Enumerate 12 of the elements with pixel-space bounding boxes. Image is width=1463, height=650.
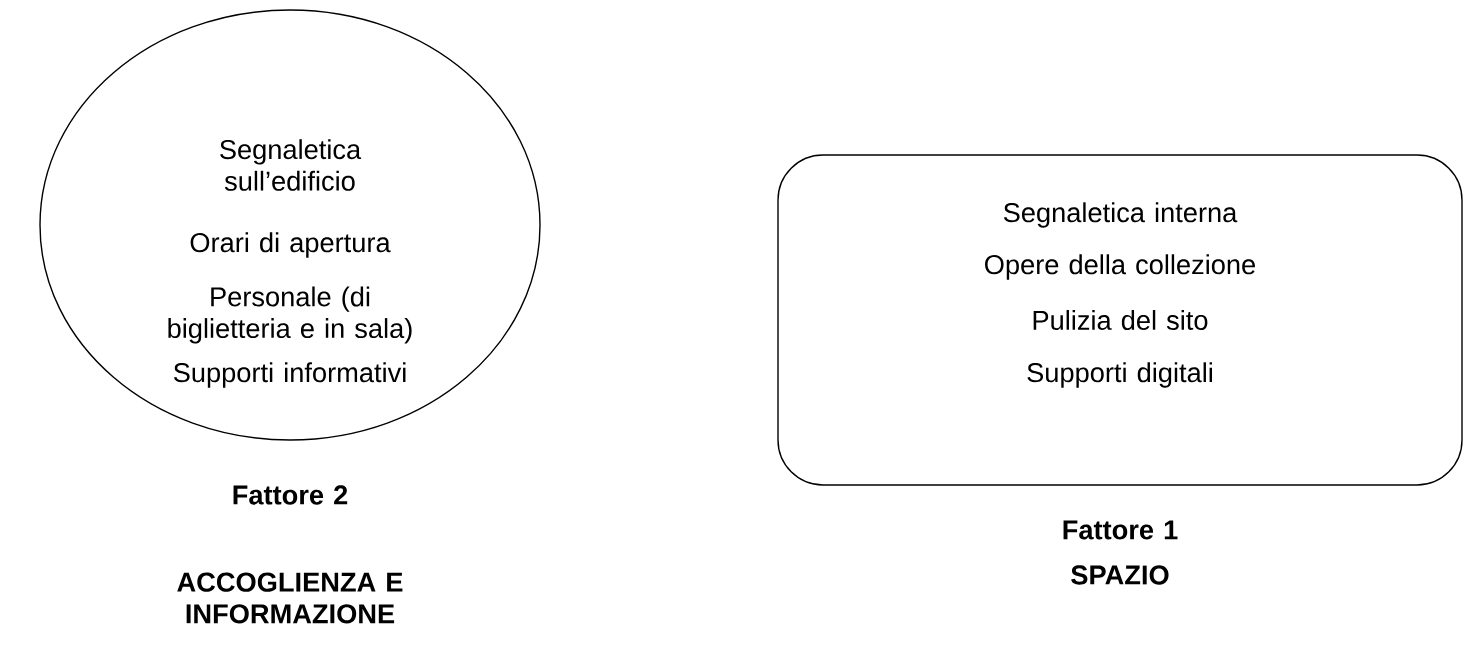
list-item: Segnaletica sull’edificio [220, 139, 362, 191]
factor-heading: ACCOGLIENZA E INFORMAZIONE [177, 572, 403, 624]
list-item: Personale (di biglietteria e in sala) [168, 286, 412, 344]
list-item: Supporti informativi [173, 362, 406, 388]
list-item: Segnaletica interna [1003, 202, 1238, 228]
factor-heading: Fattore 1 [1063, 520, 1178, 540]
factor-heading: SPAZIO [1071, 565, 1169, 585]
list-item: Opere della collezione [985, 254, 1255, 280]
factor-heading: Fattore 2 [233, 485, 348, 505]
list-item: Pulizia del sito [1033, 310, 1208, 330]
list-item: Supporti digitali [1027, 362, 1212, 388]
list-item: Orari di apertura [190, 232, 391, 258]
